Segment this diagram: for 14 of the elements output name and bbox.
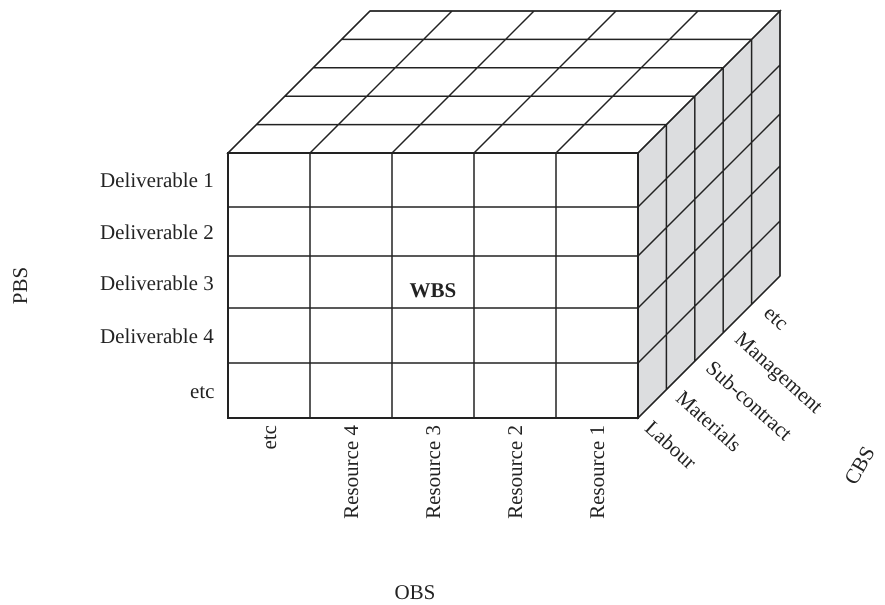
axis-label: OBS	[394, 582, 436, 602]
category-label: Resource 3	[422, 425, 444, 519]
category-label: Resource 1	[586, 425, 608, 519]
category-label: etc	[760, 302, 792, 334]
category-label: Deliverable 3	[100, 272, 214, 294]
cell-label: WBS	[410, 280, 456, 300]
category-label: etc	[190, 380, 214, 402]
axis-label: PBS	[10, 266, 31, 304]
category-label: Deliverable 4	[100, 326, 214, 346]
category-label: Deliverable 2	[100, 222, 214, 242]
category-label: Resource 4	[340, 425, 362, 519]
category-label: etc	[258, 425, 280, 450]
category-label: Resource 2	[504, 425, 526, 519]
category-label: Deliverable 1	[100, 170, 214, 190]
